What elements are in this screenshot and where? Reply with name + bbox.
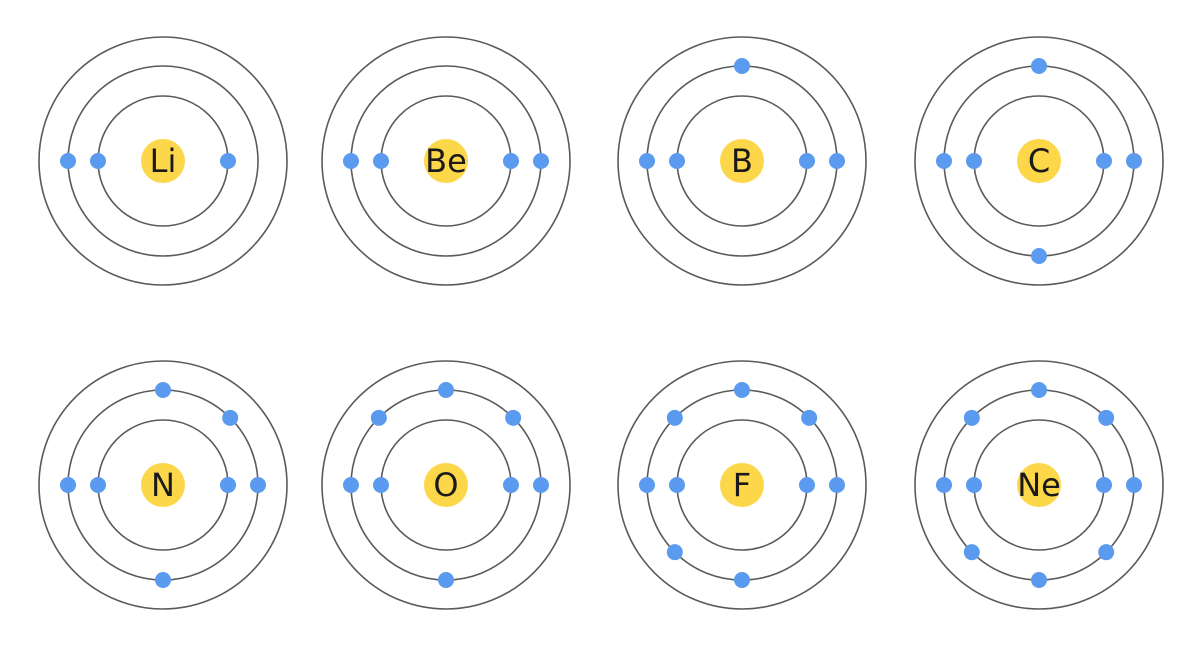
electron-c-shell-2-1 [1126, 153, 1142, 169]
nucleus-be [424, 139, 468, 183]
nucleus-li [141, 139, 185, 183]
element-symbol-b: B [731, 142, 753, 180]
element-symbol-ne: Ne [1017, 466, 1061, 504]
electron-b-shell-2-2 [734, 58, 750, 74]
electron-c-shell-2-2 [1031, 58, 1047, 74]
orbit-b-shell-3 [617, 36, 867, 286]
electron-n-shell-2-1 [250, 477, 266, 493]
nucleus-o [424, 463, 468, 507]
electron-f-shell-2-3 [734, 382, 750, 398]
electron-ne-shell-2-1 [1126, 477, 1142, 493]
nucleus-b [720, 139, 764, 183]
electron-f-shell-2-6 [666, 544, 683, 561]
electron-n-shell-1-2 [90, 477, 106, 493]
electron-ne-shell-1-1 [1096, 477, 1112, 493]
electron-li-shell-1-2 [90, 153, 106, 169]
electron-c-shell-1-2 [966, 153, 982, 169]
electron-f-shell-2-2 [801, 409, 818, 426]
electron-b-shell-2-3 [639, 153, 655, 169]
electron-f-shell-1-1 [799, 477, 815, 493]
nucleus-c [1017, 139, 1061, 183]
atom-o: O [321, 360, 571, 610]
atom-f: F [617, 360, 867, 610]
electron-ne-shell-2-6 [963, 544, 980, 561]
atom-n: N [38, 360, 288, 610]
nucleus-ne [1017, 463, 1061, 507]
orbit-f-shell-3 [617, 360, 867, 610]
orbit-ne-shell-3 [914, 360, 1164, 610]
electron-ne-shell-2-2 [1098, 409, 1115, 426]
electron-o-shell-2-1 [533, 477, 549, 493]
element-symbol-li: Li [150, 142, 177, 180]
orbit-li-shell-3 [38, 36, 288, 286]
electron-ne-shell-1-2 [966, 477, 982, 493]
electron-b-shell-2-1 [829, 153, 845, 169]
electron-o-shell-2-4 [370, 409, 387, 426]
electron-o-shell-2-2 [505, 409, 522, 426]
atom-be: Be [321, 36, 571, 286]
nucleus-n [141, 463, 185, 507]
electron-o-shell-1-2 [373, 477, 389, 493]
electron-ne-shell-2-8 [1098, 544, 1115, 561]
electron-f-shell-2-5 [639, 477, 655, 493]
nucleus-f [720, 463, 764, 507]
electron-li-shell-2-1 [60, 153, 76, 169]
electron-f-shell-2-4 [666, 409, 683, 426]
orbit-o-shell-3 [321, 360, 571, 610]
orbit-be-shell-3 [321, 36, 571, 286]
electron-li-shell-1-1 [220, 153, 236, 169]
electron-ne-shell-2-4 [963, 409, 980, 426]
electron-n-shell-1-1 [220, 477, 236, 493]
electron-be-shell-1-2 [373, 153, 389, 169]
electron-f-shell-2-7 [734, 572, 750, 588]
electron-ne-shell-2-5 [936, 477, 952, 493]
electron-f-shell-2-1 [829, 477, 845, 493]
electron-be-shell-1-1 [503, 153, 519, 169]
electron-c-shell-1-1 [1096, 153, 1112, 169]
atom-li: Li [38, 36, 288, 286]
atom-c: C [914, 36, 1164, 286]
electron-o-shell-2-3 [438, 382, 454, 398]
element-symbol-o: O [433, 466, 458, 504]
electron-b-shell-1-1 [799, 153, 815, 169]
electron-n-shell-2-2 [222, 409, 239, 426]
electron-n-shell-2-5 [155, 572, 171, 588]
electron-ne-shell-2-7 [1031, 572, 1047, 588]
element-symbol-n: N [151, 466, 175, 504]
electron-o-shell-1-1 [503, 477, 519, 493]
electron-be-shell-2-1 [533, 153, 549, 169]
electron-b-shell-1-2 [669, 153, 685, 169]
atom-ne: Ne [914, 360, 1164, 610]
electron-o-shell-2-5 [343, 477, 359, 493]
atom-b: B [617, 36, 867, 286]
element-symbol-be: Be [425, 142, 467, 180]
element-symbol-c: C [1028, 142, 1050, 180]
electron-be-shell-2-2 [343, 153, 359, 169]
element-symbol-f: F [733, 466, 751, 504]
electron-f-shell-1-2 [669, 477, 685, 493]
electron-n-shell-2-3 [155, 382, 171, 398]
electron-o-shell-2-6 [438, 572, 454, 588]
orbit-c-shell-3 [914, 36, 1164, 286]
orbit-n-shell-3 [38, 360, 288, 610]
electron-n-shell-2-4 [60, 477, 76, 493]
electron-ne-shell-2-3 [1031, 382, 1047, 398]
electron-c-shell-2-3 [936, 153, 952, 169]
electron-c-shell-2-4 [1031, 248, 1047, 264]
